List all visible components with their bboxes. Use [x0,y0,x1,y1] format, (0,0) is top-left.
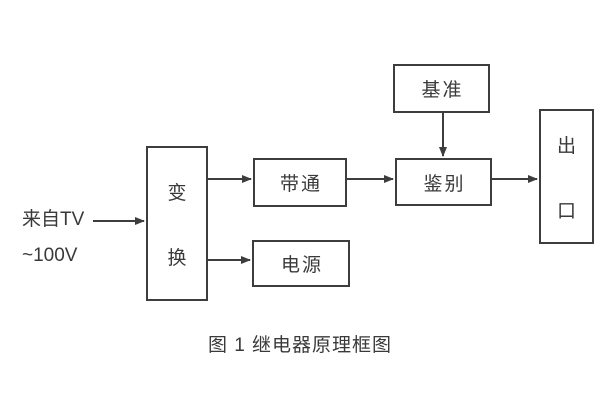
block-discriminator: 鉴别 [395,158,492,206]
block-power-label: 电源 [280,255,323,276]
figure-caption: 图 1 继电器原理框图 [207,335,393,356]
block-bandpass-label: 带通 [279,174,322,195]
block-discriminator-label: 鉴别 [423,173,466,195]
block-reference-label: 基准 [421,80,464,101]
block-reference: 基准 [393,64,490,113]
block-transform-char1: 变 [167,182,187,204]
block-bandpass: 带通 [253,158,347,207]
block-outlet-char2: 口 [556,200,576,222]
block-power: 电源 [252,240,350,287]
input-source-line2: ~100V [22,245,78,266]
block-transform: 变 换 [146,146,208,301]
block-transform-char2: 换 [167,247,187,269]
block-outlet-char1: 出 [556,135,576,157]
input-source-label: 来自TV ~100V [22,202,84,274]
block-outlet: 出 口 [539,109,594,244]
input-source-line1: 来自TV [22,209,85,230]
